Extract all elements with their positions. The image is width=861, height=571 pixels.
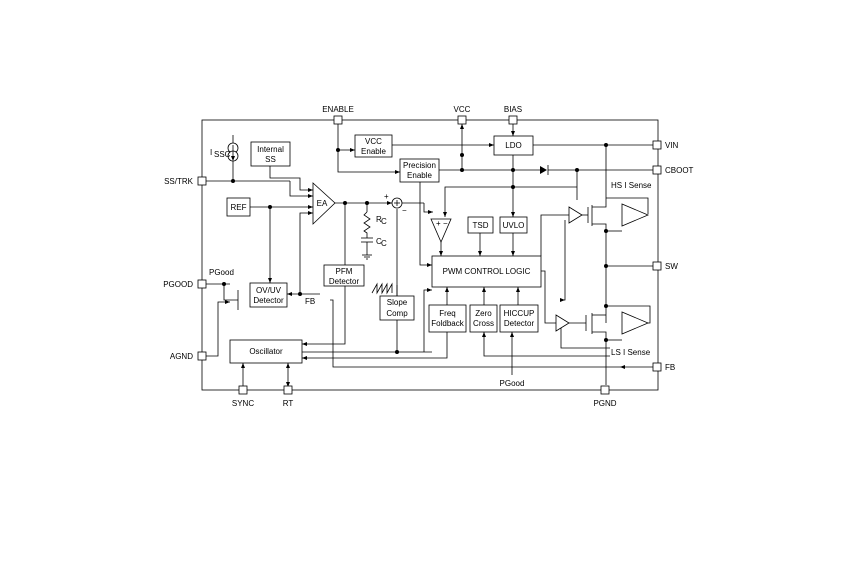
pin-label-cboot: CBOOT bbox=[665, 166, 694, 175]
uvlo-block: UVLO bbox=[499, 216, 528, 234]
pin-labels: ENABLE VCC BIAS VIN CBOOT SS/TRK SW PGOO… bbox=[163, 105, 693, 408]
svg-text:Oscillator: Oscillator bbox=[249, 347, 283, 356]
freq-foldback-block: Freq Foldback bbox=[428, 304, 467, 333]
pin-cboot bbox=[652, 165, 662, 175]
svg-text:Enable: Enable bbox=[361, 147, 386, 156]
svg-text:Internal: Internal bbox=[257, 145, 284, 154]
zero-cross-block: Zero Cross bbox=[469, 304, 498, 333]
issc-subscript: SSC bbox=[214, 150, 231, 159]
pin-sw bbox=[652, 261, 662, 271]
issc-label: I bbox=[210, 148, 212, 157]
svg-text:SS: SS bbox=[265, 155, 276, 164]
svg-text:Detector: Detector bbox=[253, 296, 284, 305]
svg-text:Detector: Detector bbox=[504, 319, 535, 328]
svg-text:Enable: Enable bbox=[407, 171, 432, 180]
hiccup-detector-block: HICCUP Detector bbox=[499, 304, 539, 333]
pin-enable bbox=[333, 115, 343, 125]
svg-text:OV/UV: OV/UV bbox=[256, 286, 282, 295]
error-amplifier: EA bbox=[312, 182, 336, 225]
svg-text:UVLO: UVLO bbox=[503, 221, 525, 230]
pwm-comparator: + − bbox=[430, 218, 452, 244]
hs-sense-amplifier bbox=[621, 203, 650, 227]
issc-current-source: I SSC bbox=[210, 142, 239, 162]
svg-text:Detector: Detector bbox=[329, 277, 360, 286]
plus-sign: + bbox=[384, 192, 389, 201]
hs-sense-label: HS I Sense bbox=[611, 181, 652, 190]
svg-text:Cross: Cross bbox=[473, 319, 494, 328]
pins bbox=[197, 115, 662, 395]
pin-pgnd bbox=[600, 385, 610, 395]
bootstrap-diode bbox=[540, 165, 549, 175]
pwm-control-logic-block: PWM CONTROL LOGIC bbox=[431, 255, 542, 288]
tsd-block: TSD bbox=[467, 216, 494, 234]
ldo-block: LDO bbox=[493, 135, 534, 156]
svg-text:−: − bbox=[443, 219, 448, 228]
precision-enable-block: Precision Enable bbox=[399, 158, 440, 183]
ic-outline bbox=[201, 119, 659, 391]
svg-text:+: + bbox=[436, 219, 441, 228]
vcc-enable-block: VCC Enable bbox=[354, 134, 393, 158]
pin-label-bias: BIAS bbox=[504, 105, 522, 114]
svg-text:Slope: Slope bbox=[387, 298, 408, 307]
svg-text:LDO: LDO bbox=[505, 141, 521, 150]
pin-vcc bbox=[457, 115, 467, 125]
pin-label-pgood: PGOOD bbox=[163, 280, 193, 289]
cc-subscript: C bbox=[381, 239, 387, 248]
pin-vin bbox=[652, 140, 662, 150]
oscillator-block: Oscillator bbox=[229, 339, 303, 364]
ref-block: REF bbox=[226, 197, 251, 217]
rc-label: R bbox=[376, 215, 382, 224]
sawtooth-icon bbox=[371, 282, 393, 295]
summing-node: + − bbox=[384, 192, 407, 215]
svg-text:Foldback: Foldback bbox=[431, 319, 464, 328]
pin-label-vcc: VCC bbox=[454, 105, 471, 114]
pgood-bottom-label: PGood bbox=[500, 379, 525, 388]
pin-ss-trk bbox=[197, 176, 207, 186]
pin-label-sync: SYNC bbox=[232, 399, 254, 408]
slope-comp-block: Slope Comp bbox=[379, 295, 415, 321]
ls-sense-label: LS I Sense bbox=[611, 348, 651, 357]
pfm-detector-block: PFM Detector bbox=[323, 264, 365, 287]
pin-rt bbox=[283, 385, 293, 395]
ls-sense-amplifier bbox=[621, 311, 650, 335]
wires bbox=[206, 124, 653, 387]
pin-label-vin: VIN bbox=[665, 141, 679, 150]
ovuv-detector-block: OV/UV Detector bbox=[249, 282, 288, 308]
svg-text:PWM CONTROL LOGIC: PWM CONTROL LOGIC bbox=[443, 267, 531, 276]
svg-text:Freq: Freq bbox=[439, 309, 455, 318]
hs-gate-driver bbox=[568, 206, 583, 224]
pgood-inner-label: PGood bbox=[209, 268, 234, 277]
arrowheads bbox=[225, 124, 625, 387]
svg-text:TSD: TSD bbox=[473, 221, 489, 230]
svg-text:Comp: Comp bbox=[386, 309, 408, 318]
internal-ss-block: Internal SS bbox=[250, 141, 291, 167]
pin-bias bbox=[508, 115, 518, 125]
pin-agnd bbox=[197, 351, 207, 361]
svg-text:EA: EA bbox=[317, 199, 328, 208]
cc-label: C bbox=[376, 237, 382, 246]
pin-label-ss-trk: SS/TRK bbox=[164, 177, 194, 186]
pin-label-rt: RT bbox=[283, 399, 294, 408]
rc-subscript: C bbox=[381, 217, 387, 226]
junctions bbox=[222, 143, 608, 354]
pin-label-enable: ENABLE bbox=[322, 105, 354, 114]
pin-label-agnd: AGND bbox=[170, 352, 193, 361]
svg-text:REF: REF bbox=[231, 203, 247, 212]
svg-text:HICCUP: HICCUP bbox=[504, 309, 535, 318]
pin-pgood bbox=[197, 279, 207, 289]
compensation-network: R C C C bbox=[361, 211, 387, 260]
svg-text:Precision: Precision bbox=[403, 161, 436, 170]
svg-text:VCC: VCC bbox=[365, 137, 382, 146]
pin-label-sw: SW bbox=[665, 262, 678, 271]
fb-inner-label: FB bbox=[305, 297, 315, 306]
minus-sign: − bbox=[402, 206, 407, 215]
pin-label-pgnd: PGND bbox=[593, 399, 616, 408]
pin-fb bbox=[652, 362, 662, 372]
pin-label-fb: FB bbox=[665, 363, 675, 372]
ls-gate-driver bbox=[555, 314, 570, 332]
pin-sync bbox=[238, 385, 248, 395]
svg-text:PFM: PFM bbox=[336, 267, 353, 276]
svg-text:Zero: Zero bbox=[475, 309, 492, 318]
